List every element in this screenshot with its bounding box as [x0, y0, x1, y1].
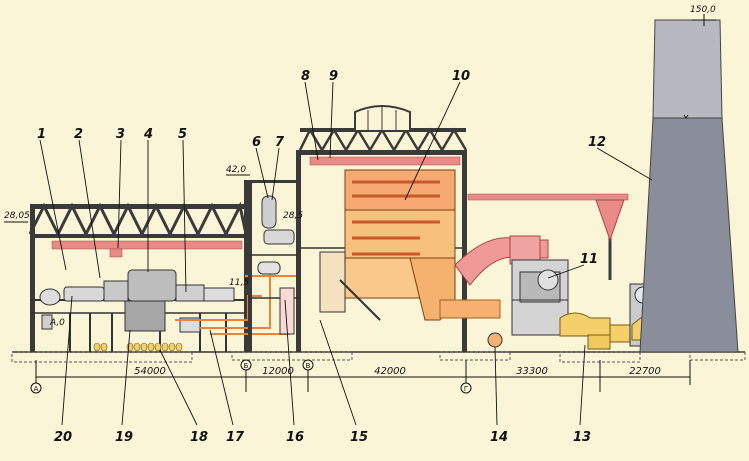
- elevation-mark-turbine: 28,05: [4, 211, 30, 223]
- flue-gas-ducts: [439, 193, 629, 348]
- callout-7: 7: [275, 135, 285, 150]
- callout-16: 16: [286, 430, 304, 445]
- axis-b-label: Б: [244, 362, 249, 370]
- elevation-boiler-label: 42,0: [226, 165, 246, 175]
- callout-3: 3: [116, 127, 125, 142]
- callout-4: 4: [143, 127, 153, 142]
- callout-6: 6: [252, 135, 261, 150]
- condensate-pumps: [93, 342, 183, 352]
- elevation-mark-ground: A,0: [49, 318, 65, 328]
- dimension-boiler-bay: 42000: [374, 366, 406, 377]
- elevation-mark-boiler: 42,0: [226, 165, 250, 176]
- callout-10: 10: [452, 69, 470, 84]
- callout-8: 8: [301, 69, 310, 84]
- elevation-ground-label: A,0: [49, 318, 65, 328]
- dimension-flue-gas-bay: 33300: [516, 366, 548, 377]
- axis-g-label: Г: [464, 385, 468, 393]
- dimension-turbine-hall: 54000: [134, 366, 166, 377]
- deaerator-bay: [248, 150, 301, 352]
- axis-marker-a: А: [30, 382, 42, 394]
- elevation-mark-bunker: 28,5: [283, 211, 303, 221]
- elevation-turbine-label: 28,05: [4, 211, 30, 221]
- foundation-line: [11, 351, 746, 363]
- callout-14: 14: [490, 430, 508, 445]
- callout-2: 2: [74, 127, 83, 142]
- axis-marker-v: В: [302, 359, 314, 371]
- callout-5: 5: [178, 127, 187, 142]
- callout-17: 17: [226, 430, 245, 445]
- callout-15: 15: [350, 430, 368, 445]
- elevation-mark-stack-top: 150,0: [690, 5, 716, 26]
- callout-19: 19: [115, 430, 133, 445]
- elevation-bunker-label: 28,5: [283, 211, 303, 221]
- electrostatic-precipitator: [511, 259, 569, 336]
- axis-marker-g: Г: [460, 382, 472, 394]
- elevation-operating-label: 11,5: [229, 278, 249, 288]
- elevation-mark-operating: 11,5: [229, 278, 249, 288]
- dimension-chimney-bay: 22700: [629, 366, 661, 377]
- callout-9: 9: [329, 69, 338, 84]
- axis-v-label: В: [306, 362, 311, 370]
- smoke-exhauster: [559, 312, 641, 350]
- callout-18: 18: [190, 430, 208, 445]
- turbine-generator: [39, 269, 235, 333]
- axis-a-label: А: [34, 385, 39, 393]
- callout-11: 11: [580, 252, 598, 267]
- axis-marker-b: Б: [240, 359, 252, 371]
- chimney: [639, 19, 739, 353]
- boiler: [319, 169, 456, 321]
- callout-13: 13: [573, 430, 591, 445]
- leader-lines: [39, 81, 653, 426]
- callout-1: 1: [37, 127, 46, 142]
- elevation-stack-top-label: 150,0: [690, 5, 716, 15]
- dimension-deaerator-bay: 12000: [262, 366, 294, 377]
- callout-20: 20: [54, 430, 72, 445]
- callout-12: 12: [588, 135, 606, 150]
